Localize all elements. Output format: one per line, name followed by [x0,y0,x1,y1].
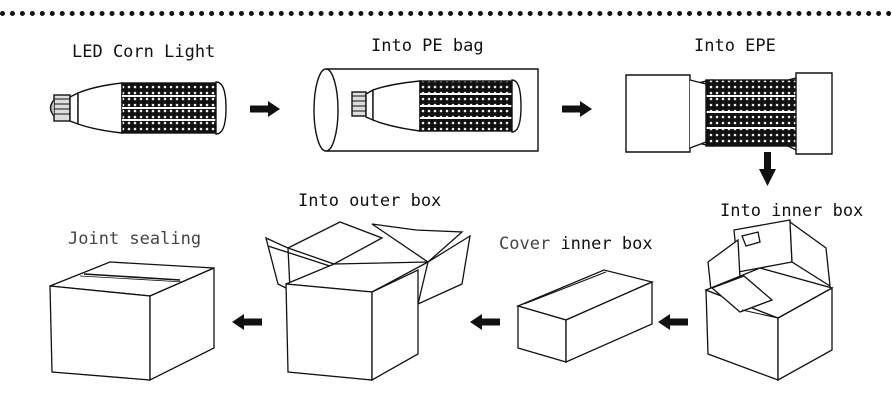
epe-foam [625,72,833,155]
top-dotted-divider [0,11,892,16]
arrow-right-2 [562,101,592,117]
label-into-inner-box: Into inner box [720,201,864,221]
arrow-right-1 [250,101,280,117]
outer-box-open [265,221,471,382]
label-into-pe-bag: Into PE bag [371,36,484,56]
inner-box-closed [516,269,654,363]
arrow-left-3 [232,314,262,330]
arrow-down [759,152,776,186]
label-cover-word: Cover [499,234,551,254]
label-into-epe: Into EPE [694,36,776,56]
arrow-left-2 [470,314,500,330]
label-into-outer-box: Into outer box [298,191,442,211]
label-inner-box-word: inner box [560,234,653,254]
arrow-left-1 [658,314,688,330]
inner-box-open [704,219,834,382]
label-led-corn-light: LED Corn Light [72,42,216,62]
corn-light-bulb-1 [49,81,227,135]
label-cover-inner-box: Cover inner box [499,234,653,254]
sealed-carton [49,261,215,382]
corn-light-bulb-2 [351,79,522,133]
label-joint-sealing: Joint sealing [68,229,202,249]
